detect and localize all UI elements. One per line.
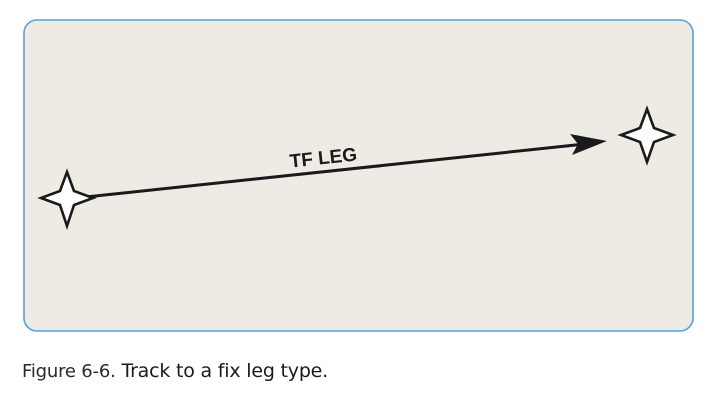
diagram-panel xyxy=(23,19,694,332)
start-fix-icon xyxy=(37,168,97,231)
diagram: TF LEG xyxy=(23,19,694,332)
figure-caption: Figure 6-6. Track to a fix leg type. xyxy=(22,360,328,382)
caption-text: Track to a fix leg type. xyxy=(121,360,329,382)
figure-number: Figure 6-6. xyxy=(22,361,116,382)
end-fix-icon xyxy=(617,105,677,166)
track-arrowhead xyxy=(570,134,607,155)
track-line xyxy=(84,142,587,199)
